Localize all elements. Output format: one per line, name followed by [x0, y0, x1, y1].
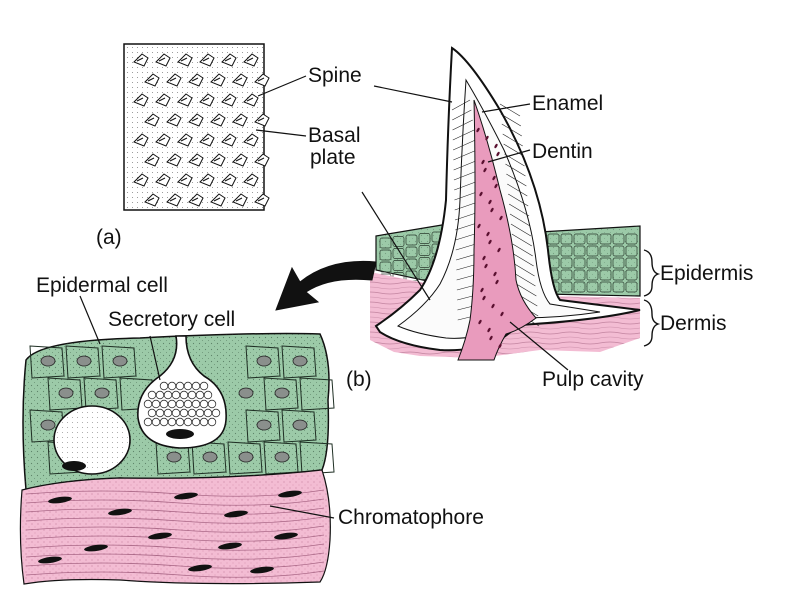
epidermal-cell-leader-line: [79, 295, 101, 345]
scale-surface-panel: [123, 43, 270, 211]
epidermis-brace: [643, 249, 661, 297]
label-epidermis: Epidermis: [660, 262, 754, 285]
label-basal-plate-b: plate: [310, 146, 356, 170]
label-secretory-cell: Secretory cell: [108, 308, 236, 331]
magnify-arrow: [275, 260, 377, 311]
label-chromatophore: Chromatophore: [338, 506, 484, 529]
enlarged-skin-section: [19, 332, 335, 585]
secretory-cell-leader-line: [149, 335, 161, 381]
panel-label-a: (a): [96, 226, 122, 249]
scale-spine-pattern: [133, 53, 270, 207]
label-dentin: Dentin: [532, 140, 593, 163]
basal-plate-leader-line-b: [361, 191, 431, 301]
spine-leader-line: [257, 75, 307, 97]
dermis-brace: [643, 299, 661, 347]
pulp-cavity-region: [457, 99, 537, 361]
pulp-cavity-leader-line: [509, 321, 569, 371]
dentin-leader-line: [487, 149, 531, 163]
label-basal-plate-line1: Basal: [308, 124, 361, 147]
panel-label-b: (b): [346, 368, 372, 391]
basal-plate-leader-line-a: [255, 129, 307, 137]
label-basal-plate-line2: plate: [310, 146, 356, 169]
chromatophore-leader-line: [269, 505, 335, 519]
spine-leader-line-b: [373, 85, 453, 103]
enamel-leader-line: [481, 103, 531, 113]
label-basal-plate-a: Basal: [308, 124, 361, 148]
label-epidermal-cell: Epidermal cell: [36, 274, 168, 297]
label-spine: Spine: [308, 64, 362, 87]
label-dermis: Dermis: [660, 312, 727, 335]
label-enamel: Enamel: [532, 92, 604, 115]
label-pulp-cavity: Pulp cavity: [542, 368, 644, 391]
